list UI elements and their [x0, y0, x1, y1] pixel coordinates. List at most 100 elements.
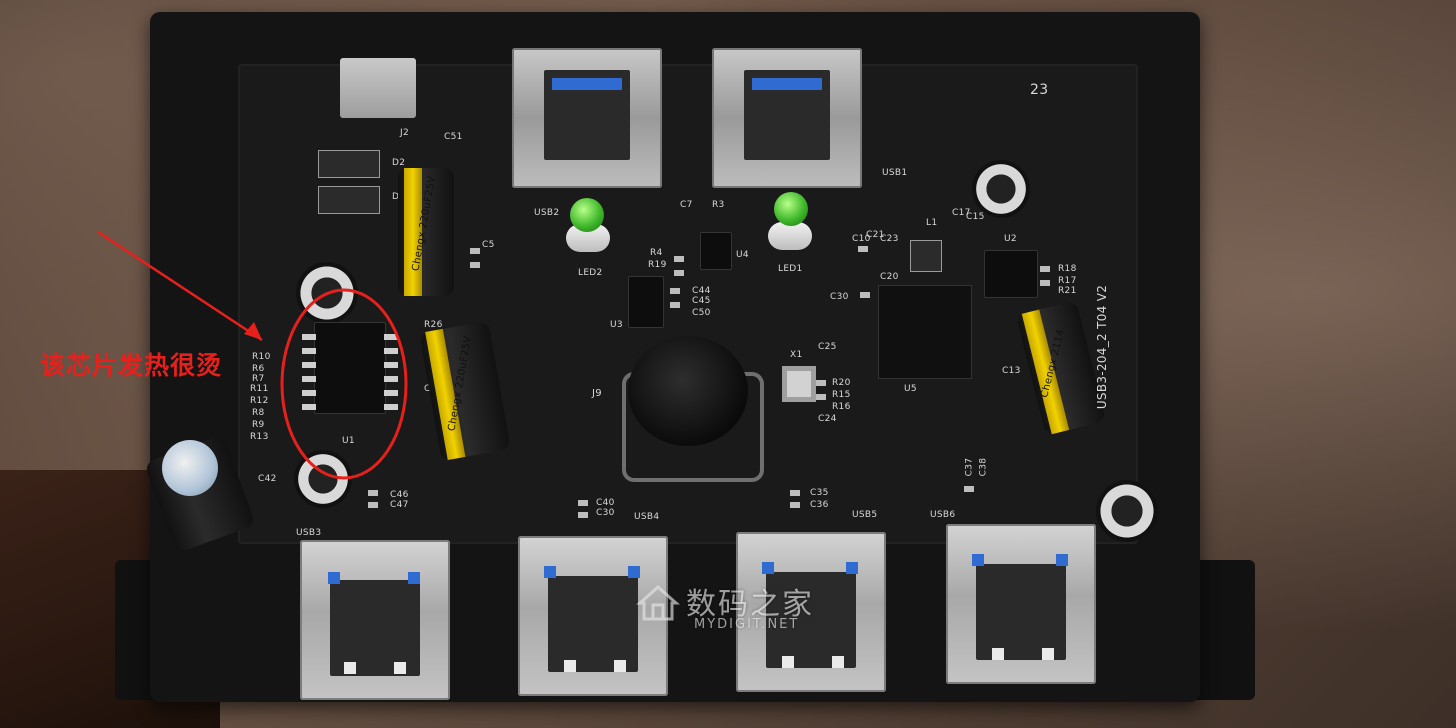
silk-c35: C35 [810, 488, 829, 498]
usb3-tongue [330, 580, 420, 676]
joystick-cap [628, 336, 748, 446]
usb3-contact [344, 662, 356, 674]
usb6-blue-pin [1056, 554, 1068, 566]
silk-c51: C51 [444, 132, 463, 142]
silk-c42: C42 [258, 474, 277, 484]
usb5-tongue [766, 572, 856, 668]
usb3-blue-pin [328, 572, 340, 584]
usb-port-usb5 [736, 532, 886, 692]
silk-l1: L1 [926, 218, 938, 228]
silk-u1: U1 [342, 436, 355, 446]
silk-usb2: USB2 [534, 208, 560, 218]
usb6-blue-pin [972, 554, 984, 566]
silk-c37: C37 [964, 457, 975, 477]
smd-passive [1040, 266, 1050, 272]
ic-u3 [628, 276, 664, 328]
silk-r17: R17 [1058, 276, 1077, 286]
silk-r16: R16 [832, 402, 851, 412]
u1-pin [302, 362, 316, 368]
site-watermark: 数码之家 MYDIGIT.NET [636, 577, 846, 637]
smd-passive [790, 490, 800, 496]
mount-hole-bottom-right [1096, 480, 1158, 542]
smd-passive [674, 270, 684, 276]
crystal-x1 [782, 366, 816, 402]
inductor-l1 [910, 240, 942, 272]
cap1-sleeve-band [404, 168, 422, 296]
silk-c25: C25 [818, 342, 837, 352]
micro-usb-connector-j2 [340, 58, 416, 118]
house-logo-icon [636, 584, 680, 621]
hot-chip-u1 [314, 322, 386, 414]
silk-usb6: USB6 [930, 510, 956, 520]
silk-r21: R21 [1058, 286, 1077, 296]
ic-u4 [700, 232, 732, 270]
hub-controller-u5 [878, 285, 972, 379]
watermark-name-en: MYDIGIT.NET [694, 617, 800, 632]
smd-passive [858, 246, 868, 252]
silk-c30b: C30 [596, 508, 615, 518]
silk-u3: U3 [610, 320, 623, 330]
u1-pin [384, 376, 398, 382]
led1-green [774, 192, 808, 226]
silk-c5: C5 [482, 240, 495, 250]
usb5-blue-pin [762, 562, 774, 574]
silk-usb3: USB3 [296, 528, 322, 538]
ic-u2 [984, 250, 1038, 298]
silk-c15: C15 [966, 212, 985, 222]
usb2-blue-insert [552, 78, 622, 90]
smd-passive [790, 502, 800, 508]
silk-x1: X1 [790, 350, 803, 360]
silk-r11: R11 [250, 384, 269, 394]
usb3-blue-pin [408, 572, 420, 584]
mount-hole-left-lower [294, 450, 352, 508]
silk-c45: C45 [692, 296, 711, 306]
silk-c23: C23 [880, 234, 899, 244]
usb4-blue-pin [628, 566, 640, 578]
usb6-contact [1042, 648, 1054, 660]
u1-pin [302, 390, 316, 396]
silk-u4: U4 [736, 250, 749, 260]
led2-green [570, 198, 604, 232]
silk-r3: R3 [712, 200, 725, 210]
u1-pin [384, 390, 398, 396]
smd-passive [578, 500, 588, 506]
silk-r9: R9 [252, 420, 265, 430]
usb5-blue-pin [846, 562, 858, 574]
usb3-contact [394, 662, 406, 674]
silk-c46: C46 [390, 490, 409, 500]
smd-passive [368, 502, 378, 508]
smd-passive [816, 380, 826, 386]
usb-port-usb3 [300, 540, 450, 700]
smd-passive [674, 256, 684, 262]
silk-c44: C44 [692, 286, 711, 296]
silk-led2: LED2 [578, 268, 603, 278]
silk-r13: R13 [250, 432, 269, 442]
usb4-tongue [548, 576, 638, 672]
silk-r15: R15 [832, 390, 851, 400]
capacitor-top-face [162, 440, 218, 496]
silk-usb1: USB1 [882, 168, 908, 178]
smd-passive [670, 288, 680, 294]
electrolytic-capacitor-1 [398, 168, 454, 296]
silk-c36: C36 [810, 500, 829, 510]
silk-r12: R12 [250, 396, 269, 406]
usb5-contact [782, 656, 794, 668]
smd-passive [470, 262, 480, 268]
smd-passive [860, 292, 870, 298]
silk-c38: C38 [978, 457, 989, 477]
u1-pin [384, 334, 398, 340]
mount-hole-top-right [972, 160, 1030, 218]
silk-r19: R19 [648, 260, 667, 270]
diode-d1 [318, 186, 380, 214]
smd-passive [964, 486, 974, 492]
usb4-blue-pin [544, 566, 556, 578]
silk-c21: C21 [866, 230, 885, 240]
u1-pin [384, 362, 398, 368]
smd-passive [470, 248, 480, 254]
silk-r10: R10 [252, 352, 271, 362]
silk-c24: C24 [818, 414, 837, 424]
silk-r6: R6 [252, 364, 265, 374]
usb4-contact [614, 660, 626, 672]
usb-port-usb1 [712, 48, 862, 188]
silk-c10: C10 [852, 234, 871, 244]
